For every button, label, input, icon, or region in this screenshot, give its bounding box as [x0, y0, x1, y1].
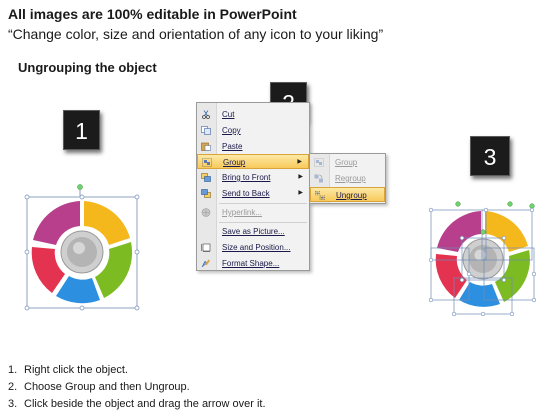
selection-handles[interactable]: [24, 194, 140, 311]
instructions-list: 1.Right click the object. 2.Choose Group…: [8, 362, 266, 413]
menu-item-label: Group: [223, 158, 246, 167]
instruction-item: 1.Right click the object.: [8, 364, 128, 376]
menu-item-label: Send to Back: [222, 189, 270, 198]
context-menu: Cut Copy Paste Group ▶ Bring to Front ▶ …: [196, 102, 310, 271]
menu-item-group[interactable]: Group ▶: [197, 154, 309, 169]
segment-green: [95, 242, 133, 298]
menu-item-bring-to-front[interactable]: Bring to Front ▶: [197, 170, 309, 185]
segment-red: [31, 247, 65, 293]
menu-item-label: Ungroup: [336, 191, 367, 200]
menu-item-paste[interactable]: Paste: [197, 139, 309, 154]
group-icon: [314, 158, 324, 167]
instruction-item: 3.Click beside the object and drag the a…: [8, 398, 266, 410]
menu-item-label: Format Shape...: [222, 259, 280, 268]
menu-item-label: Hyperlink...: [222, 208, 263, 217]
submenu-arrow-icon: ▶: [297, 159, 302, 165]
segment-magenta: [33, 201, 80, 245]
menu-item-label: Bring to Front: [222, 173, 271, 182]
menu-item-send-to-back[interactable]: Send to Back ▶: [197, 186, 309, 201]
menu-item-label: Save as Picture...: [222, 227, 285, 236]
paste-icon: [201, 142, 211, 151]
group-icon: [202, 158, 212, 167]
segment-magenta[interactable]: [437, 211, 481, 252]
submenu-arrow-icon: ▶: [298, 174, 303, 180]
menu-item-label: Group: [335, 158, 358, 167]
menu-item-cut[interactable]: Cut: [197, 107, 309, 122]
copy-icon: [201, 126, 211, 135]
segment-yellow[interactable]: [485, 211, 528, 252]
submenu-arrow-icon: ▶: [298, 190, 303, 196]
menu-item-label: Paste: [222, 142, 243, 151]
menu-item-label: Copy: [222, 126, 241, 135]
menu-item-copy[interactable]: Copy: [197, 123, 309, 138]
menu-item-label: Size and Position...: [222, 243, 291, 252]
format-shape-icon: [201, 259, 211, 268]
selection-handles[interactable]: [428, 207, 537, 316]
menu-item-hyperlink[interactable]: Hyperlink...: [197, 205, 309, 220]
menu-item-label: Regroup: [335, 174, 366, 183]
hyperlink-icon: [201, 208, 211, 217]
rotate-handle[interactable]: [77, 184, 83, 190]
step-badge-1: 1: [63, 110, 100, 150]
segment-green[interactable]: [495, 250, 530, 302]
size-position-icon: [201, 243, 211, 252]
submenu-item-ungroup[interactable]: Ungroup: [310, 187, 385, 202]
section-title: Ungrouping the object: [18, 60, 157, 75]
menu-item-format-shape[interactable]: Format Shape...: [197, 256, 309, 271]
menu-item-save-as-picture[interactable]: Save as Picture...: [197, 224, 309, 239]
instruction-item: 2.Choose Group and then Ungroup.: [8, 381, 190, 393]
segment-blue[interactable]: [459, 282, 500, 307]
segment-red[interactable]: [435, 254, 467, 298]
header-subtitle: “Change color, size and orientation of a…: [8, 26, 384, 42]
cycle-diagram-ungrouped[interactable]: [424, 196, 542, 316]
regroup-icon: [314, 174, 323, 183]
bring-to-front-icon: [201, 173, 211, 182]
menu-item-size-and-position[interactable]: Size and Position...: [197, 240, 309, 255]
submenu-item-group[interactable]: Group: [310, 155, 385, 170]
menu-item-label: Cut: [222, 110, 235, 119]
segment-yellow: [84, 201, 130, 245]
segment-blue: [56, 276, 100, 304]
send-to-back-icon: [201, 189, 211, 198]
ungroup-icon: [315, 191, 325, 200]
cycle-diagram-grouped[interactable]: [22, 182, 142, 314]
header-title: All images are 100% editable in PowerPoi…: [8, 6, 297, 22]
group-submenu: Group Regroup Ungroup: [309, 153, 386, 204]
scissors-icon: [202, 110, 210, 119]
rotate-handles[interactable]: [455, 201, 535, 235]
step-badge-3: 3: [470, 136, 510, 176]
submenu-item-regroup[interactable]: Regroup: [310, 171, 385, 186]
